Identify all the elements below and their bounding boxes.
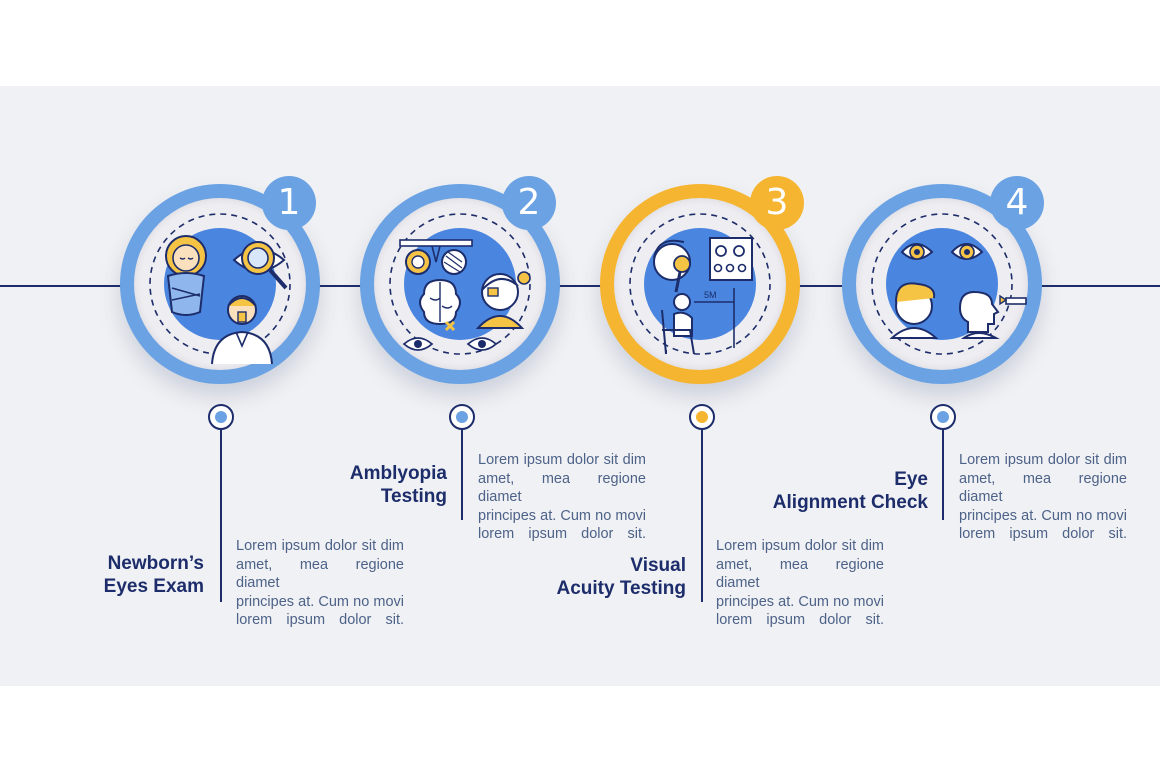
child-chair-icon	[661, 293, 695, 355]
newborn-baby-icon	[165, 235, 207, 316]
infographic-panel	[0, 86, 1160, 686]
penlight-icon	[999, 294, 1027, 306]
child-profile-icon	[958, 290, 1000, 339]
eye-icon	[402, 337, 498, 351]
step-1-number-badge: 1	[262, 176, 316, 230]
phoropter-icon	[399, 239, 473, 275]
child-eyepatch-icon	[475, 271, 531, 329]
timeline-line	[558, 285, 604, 287]
step-4-icon-area	[856, 198, 1028, 370]
timeline-line	[1040, 285, 1160, 287]
step-1-connector	[220, 430, 222, 602]
distance-label: 5M	[704, 290, 717, 300]
timeline-line	[318, 285, 364, 287]
step-1-timeline-node	[208, 404, 234, 430]
magnifier-eye-icon	[232, 241, 288, 290]
step-1-title: Newborn’s Eyes Exam	[103, 553, 204, 597]
step-4-title: Eye Alignment Check	[772, 469, 928, 513]
brain-icon	[419, 278, 461, 332]
step-4-timeline-node	[930, 404, 956, 430]
step-4-connector	[942, 430, 944, 520]
step-2-description: Lorem ipsum dolor sit dim amet, mea regi…	[478, 452, 646, 542]
step-1-icon-area	[134, 198, 306, 370]
timeline-line	[0, 285, 122, 287]
step-4-number-badge: 4	[990, 176, 1044, 230]
child-profile-icon	[653, 239, 691, 293]
timeline-line	[798, 285, 844, 287]
step-3-number-badge: 3	[750, 176, 804, 230]
step-2-number-badge: 2	[502, 176, 556, 230]
step-2-timeline-node	[449, 404, 475, 430]
step-2-title: Amblyopia Testing	[349, 463, 447, 507]
eyes-icon	[900, 243, 984, 260]
step-1-description: Lorem ipsum dolor sit dim amet, mea regi…	[236, 538, 404, 628]
doctor-icon	[211, 295, 273, 365]
step-3-connector	[701, 430, 703, 602]
step-3-description: Lorem ipsum dolor sit dim amet, mea regi…	[716, 538, 884, 628]
step-4-description: Lorem ipsum dolor sit dim amet, mea regi…	[959, 452, 1127, 542]
child-profile-icon	[889, 282, 939, 339]
step-3-timeline-node	[689, 404, 715, 430]
step-4-circle	[842, 184, 1042, 384]
step-3-icon-area: 5M	[614, 198, 786, 370]
vision-chart-icon: 5M	[694, 237, 753, 348]
step-3-title: Visual Acuity Testing	[556, 555, 687, 599]
step-2-connector	[461, 430, 463, 520]
